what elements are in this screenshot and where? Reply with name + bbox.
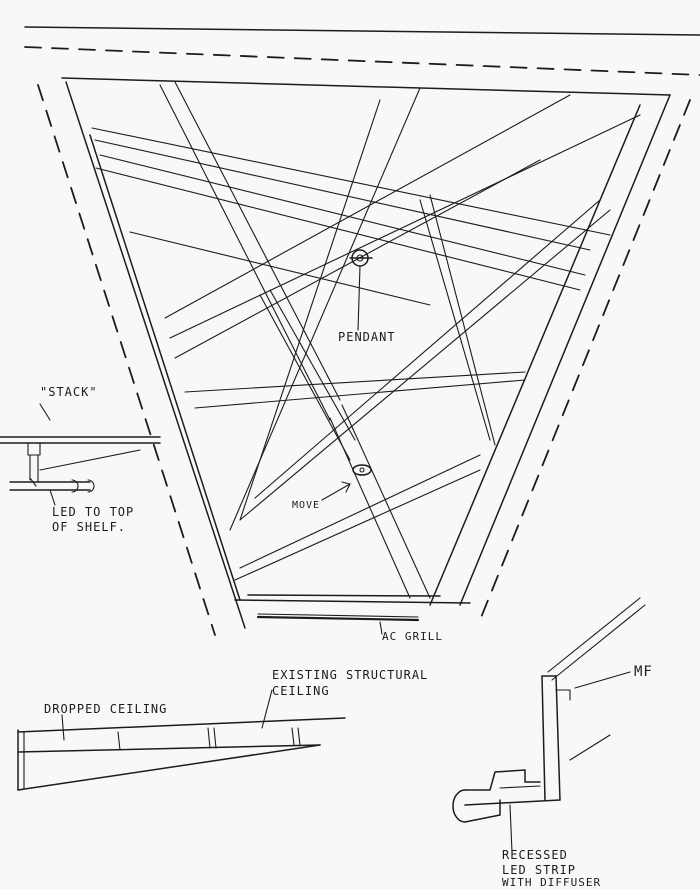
- ac-grill-label: AC GRILL: [382, 630, 443, 643]
- move-label: MOVE: [292, 500, 321, 511]
- recessed-led-label-line2: LED STRIP: [502, 863, 577, 877]
- ac-grill-hatch: [256, 613, 420, 635]
- pendant-label: PENDANT: [338, 330, 396, 344]
- crossing-beams: [91, 81, 641, 599]
- dropped-ceiling-section: [17, 689, 346, 791]
- dropped-ceiling-label: DROPPED CEILING: [44, 702, 168, 716]
- recessed-led-detail: [452, 597, 646, 853]
- existing-ceiling-label-line2: CEILING: [272, 684, 330, 698]
- top-border-lines: [24, 26, 700, 76]
- mf-label: MF: [634, 664, 653, 680]
- led-shelf-label-line2: OF SHELF.: [52, 520, 127, 534]
- move-arrow: [321, 481, 351, 501]
- stack-label: "STACK": [40, 385, 98, 399]
- trapezoid-frame: [37, 77, 691, 636]
- led-shelf-label-line1: LED TO TOP: [52, 505, 135, 519]
- pendant-fixture-icon: [349, 249, 373, 331]
- existing-ceiling-label-line1: EXISTING STRUCTURAL: [272, 668, 429, 682]
- recessed-led-label-line1: RECESSED: [502, 848, 568, 862]
- downlight-fixture-icon: [352, 464, 372, 476]
- recessed-led-label-line3: WITH DIFFUSER: [502, 876, 602, 889]
- stack-shelf-detail: [0, 403, 161, 506]
